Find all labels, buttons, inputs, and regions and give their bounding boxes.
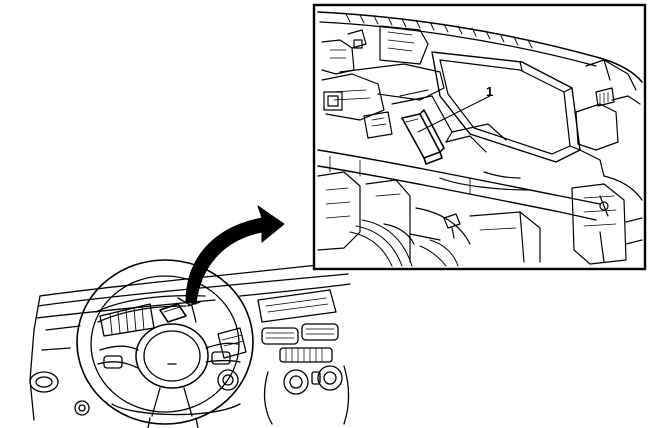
curved-arrow-icon — [185, 205, 285, 305]
cluster-opening — [431, 51, 581, 163]
wiring-harness — [349, 219, 459, 267]
dashboard-overview — [29, 259, 351, 428]
right-connector — [575, 87, 641, 151]
right-air-vent — [217, 327, 247, 391]
cross-car-beam — [317, 149, 601, 221]
module-part-1 — [401, 109, 445, 165]
inset-artwork — [317, 11, 643, 267]
steering-wheel — [76, 259, 254, 425]
right-bracket — [571, 183, 627, 265]
center-stack — [257, 289, 350, 425]
leader-line — [417, 95, 491, 133]
detail-inset: 1 — [312, 3, 647, 271]
left-air-vent — [29, 371, 59, 393]
callout-1: 1 — [486, 84, 493, 99]
